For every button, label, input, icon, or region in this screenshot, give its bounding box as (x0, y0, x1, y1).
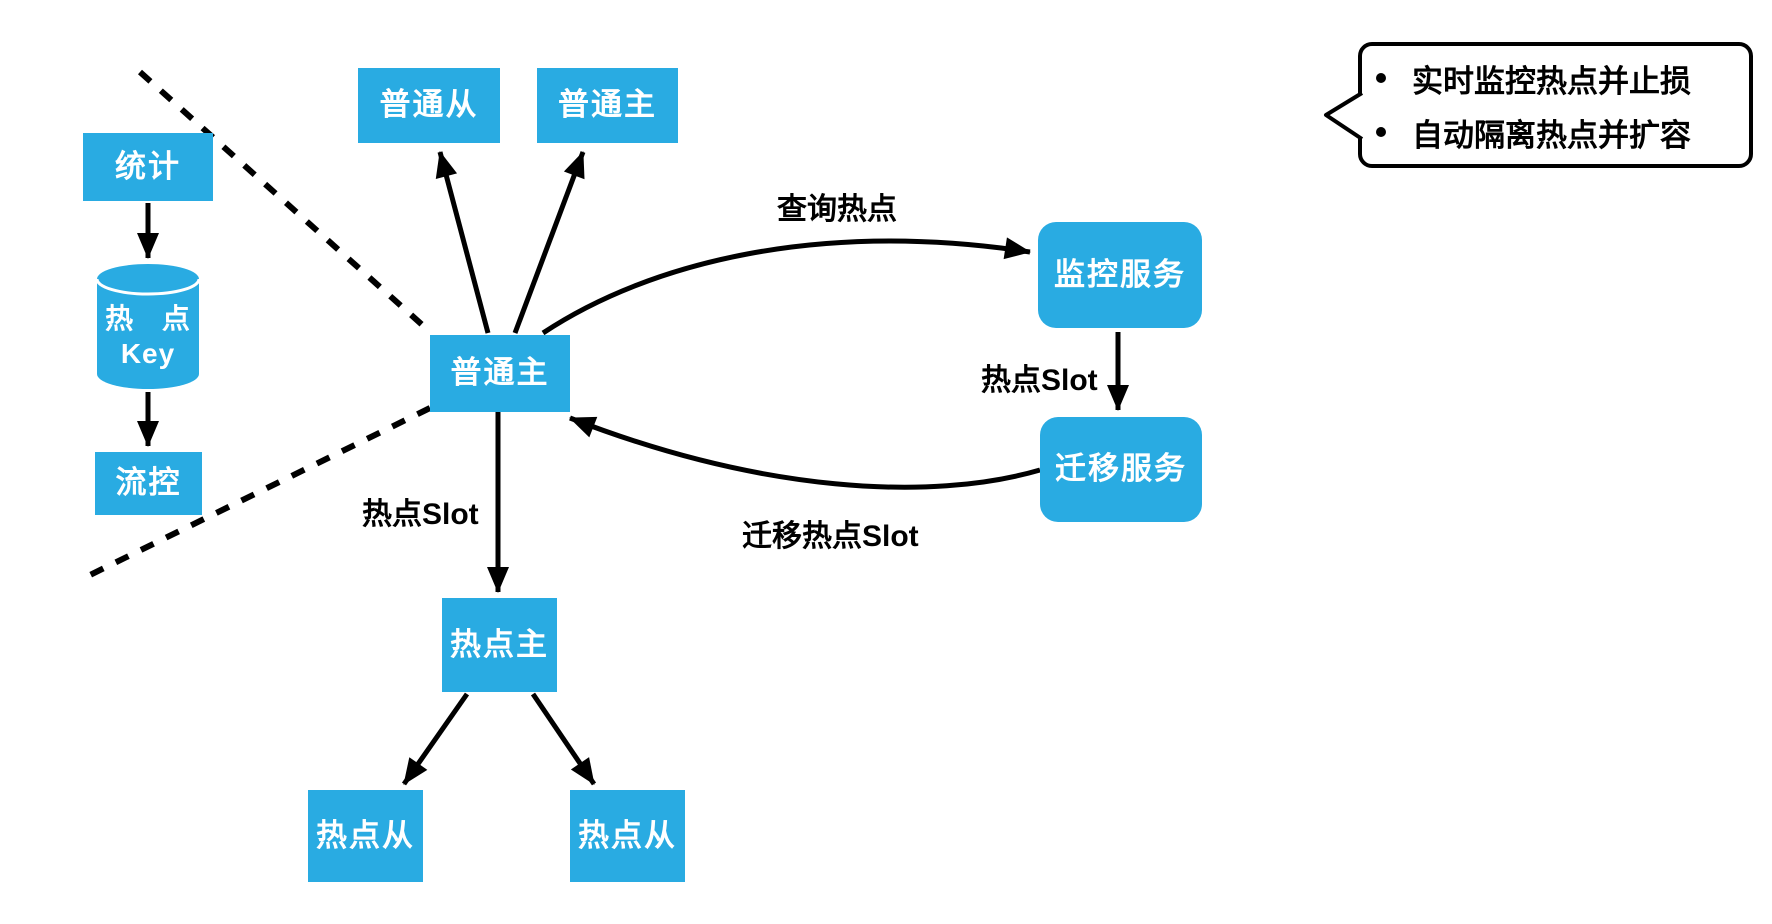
hotkey-cylinder (95, 264, 201, 389)
node-migration-service: 迁移服务 (1040, 417, 1202, 522)
node-normal-master: 普通主 (430, 335, 570, 412)
edge-hotmaster-to-hotslave-right (530, 692, 597, 786)
edge-hotmaster-to-hotslave-left (401, 692, 470, 786)
dashed-separator-upper (137, 69, 431, 333)
hotkey-char1: 热 (105, 303, 135, 334)
bullet-dot-icon (1376, 73, 1386, 83)
callout-bullet-2: 自动隔离热点并扩容 (1376, 110, 1739, 155)
node-hot-slave-left: 热点从 (308, 790, 423, 882)
node-stats: 统计 (83, 133, 213, 201)
dashed-separator-lower (88, 405, 432, 578)
hotkey-char2: 点 (161, 303, 191, 334)
bullet-dot-icon (1376, 127, 1386, 137)
node-hot-slave-right: 热点从 (570, 790, 685, 882)
node-hot-master: 热点主 (442, 598, 557, 692)
callout-bullet-1: 实时监控热点并止损 (1376, 56, 1739, 101)
node-normal-slave-top: 普通从 (358, 68, 500, 143)
label-query-hotspot: 查询热点 (777, 193, 897, 226)
node-flow-control: 流控 (95, 452, 202, 515)
node-hotkey-label: 热 点 Key (97, 290, 199, 382)
edge-master-to-normal-master-top (512, 151, 586, 334)
edge-migration-to-master (569, 415, 1041, 490)
callout-bullet-1-text: 实时监控热点并止损 (1412, 63, 1691, 99)
label-migrate-hot-slot: 迁移热点Slot (742, 520, 919, 553)
edge-master-to-normal-slave (435, 151, 491, 334)
node-monitor-service: 监控服务 (1038, 222, 1202, 328)
callout-tail-pointer (1324, 91, 1364, 141)
label-hot-slot-down: 热点Slot (362, 498, 479, 531)
callout-bubble: 实时监控热点并止损 自动隔离热点并扩容 (1358, 42, 1753, 168)
edge-master-to-monitor (541, 237, 1031, 336)
node-normal-master-top: 普通主 (537, 68, 678, 143)
hotkey-line2: Key (120, 338, 176, 369)
callout-bullet-2-text: 自动隔离热点并扩容 (1412, 117, 1691, 153)
label-hot-slot-to-migration: 热点Slot (981, 364, 1098, 397)
